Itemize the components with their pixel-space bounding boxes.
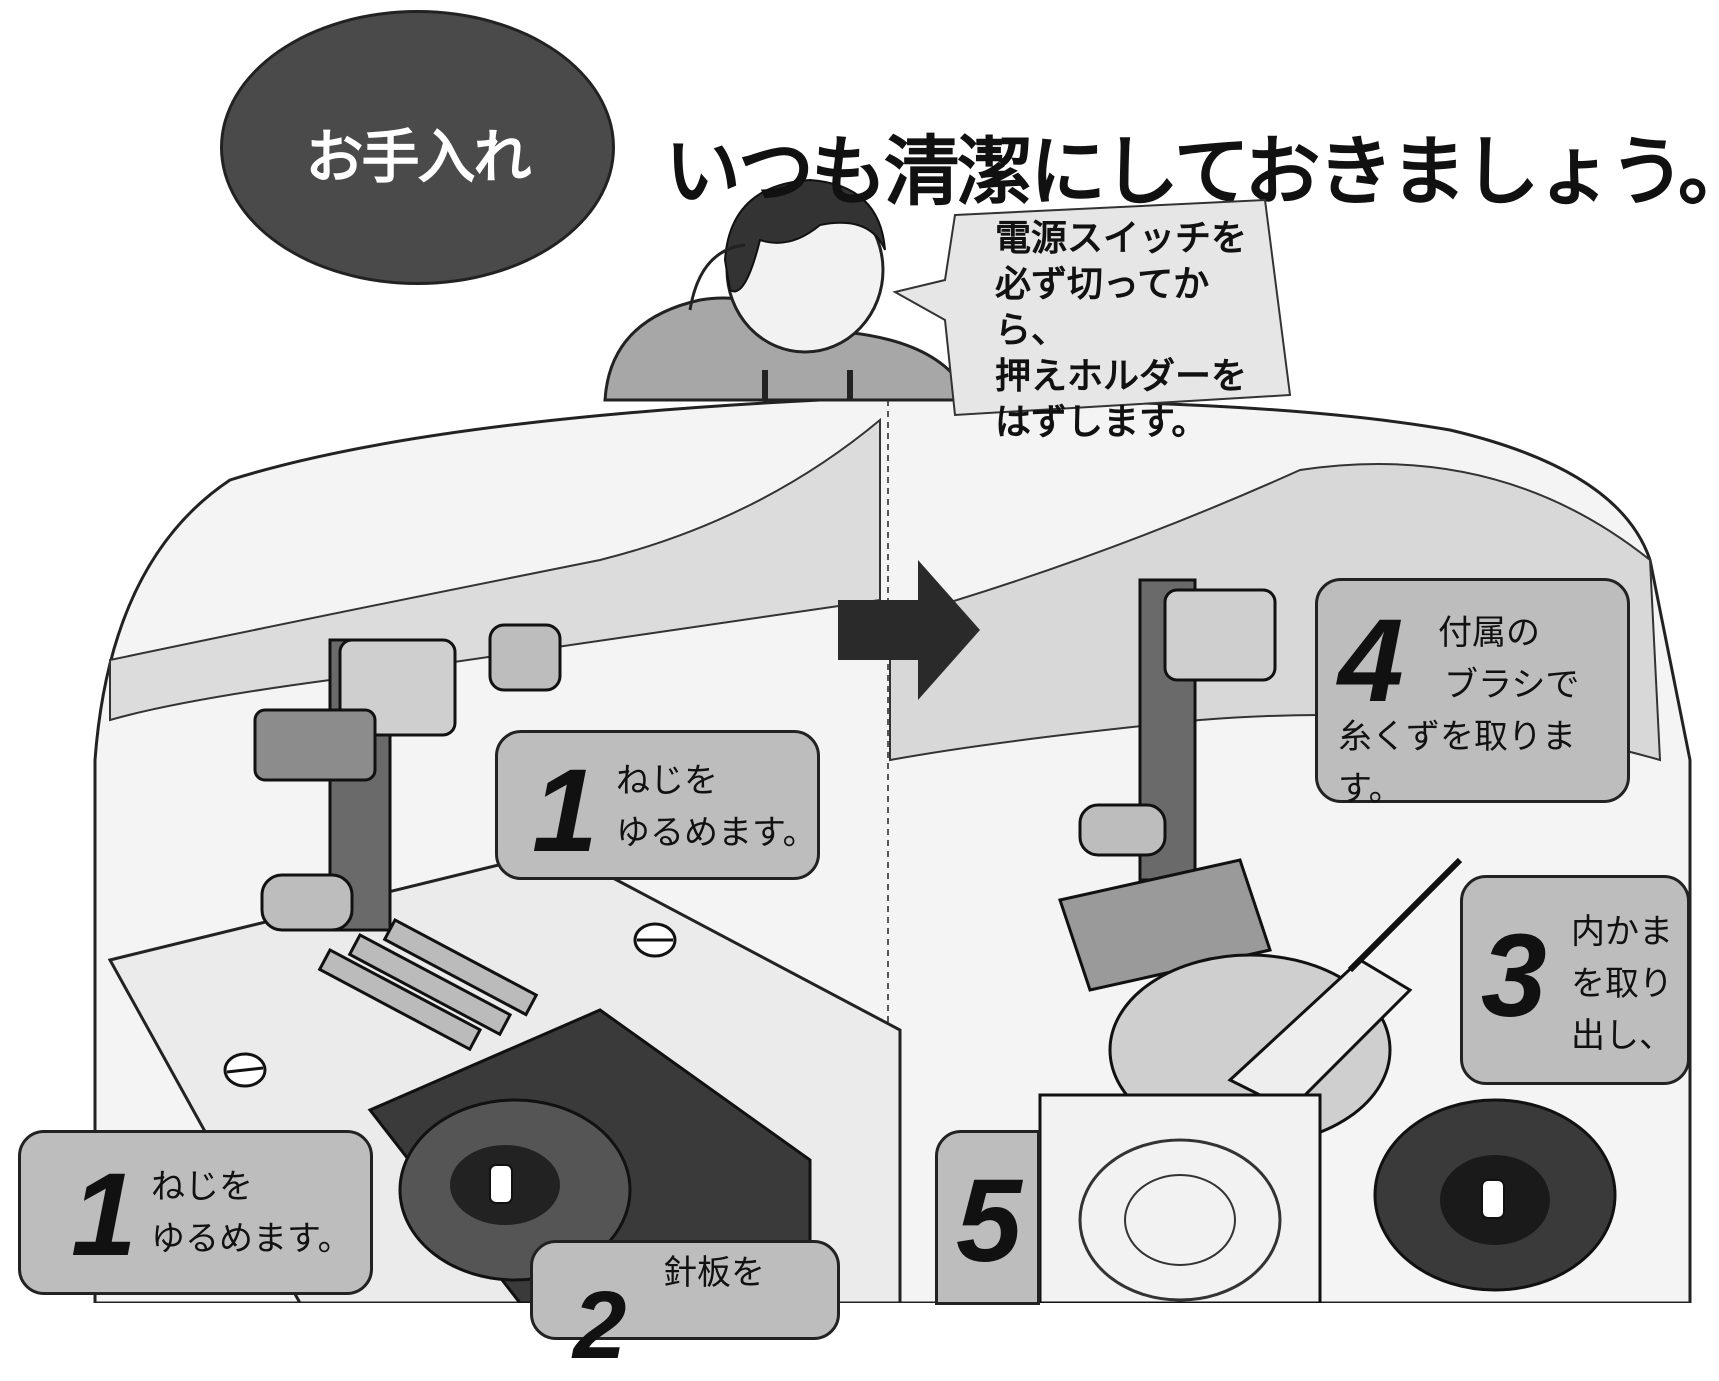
step-number: 3 [1481,910,1547,1042]
step-line: 内かま [1571,912,1673,952]
speech-line: 必ず切ってから、 [995,263,1210,351]
step-1-upper-bubble: 1 ねじを ゆるめます。 [495,730,820,880]
speech-line: 電源スイッチを [995,217,1248,259]
step-line: ねじを [151,1167,253,1207]
speech-bubble-shape [892,198,1292,417]
step-number: 4 [1338,595,1404,727]
step-3-bubble: 3 内かま を取り 出し、 [1460,875,1690,1085]
speech-bubble: 電源スイッチを 必ず切ってから、 押えホルダーを はずします。 [995,215,1265,445]
speech-line: 押えホルダーを [995,355,1248,397]
step-line: 糸くずを取ります。 [1338,717,1576,809]
step-5-bubble: 5 [935,1130,1040,1305]
speech-line: はずします。 [995,401,1208,443]
step-line: ゆるめます。 [616,813,817,853]
step-line: 付属の [1438,613,1540,653]
step-line: 針板を [663,1253,765,1293]
step-number: 1 [532,745,598,877]
step-line: ねじを [616,761,718,801]
title-badge [220,10,615,285]
step-line: ゆるめます。 [151,1219,352,1259]
step-2-bubble: 2 針板を [530,1240,840,1379]
step-line: ブラシで [1444,665,1580,705]
step-number: 5 [956,1155,1022,1287]
step-1-lower-bubble: 1 ねじを ゆるめます。 [18,1130,373,1295]
step-line: を取り [1571,964,1673,1004]
step-number: 2 [573,1272,627,1379]
badge-label: お手入れ [305,123,531,191]
step-4-bubble: 4 付属の ブラシで 糸くずを取ります。 [1315,578,1630,809]
page-headline: いつも清潔にしておきましょう。 [665,127,1719,216]
step-number: 1 [71,1149,137,1281]
step-line: 出し、 [1571,1016,1673,1056]
